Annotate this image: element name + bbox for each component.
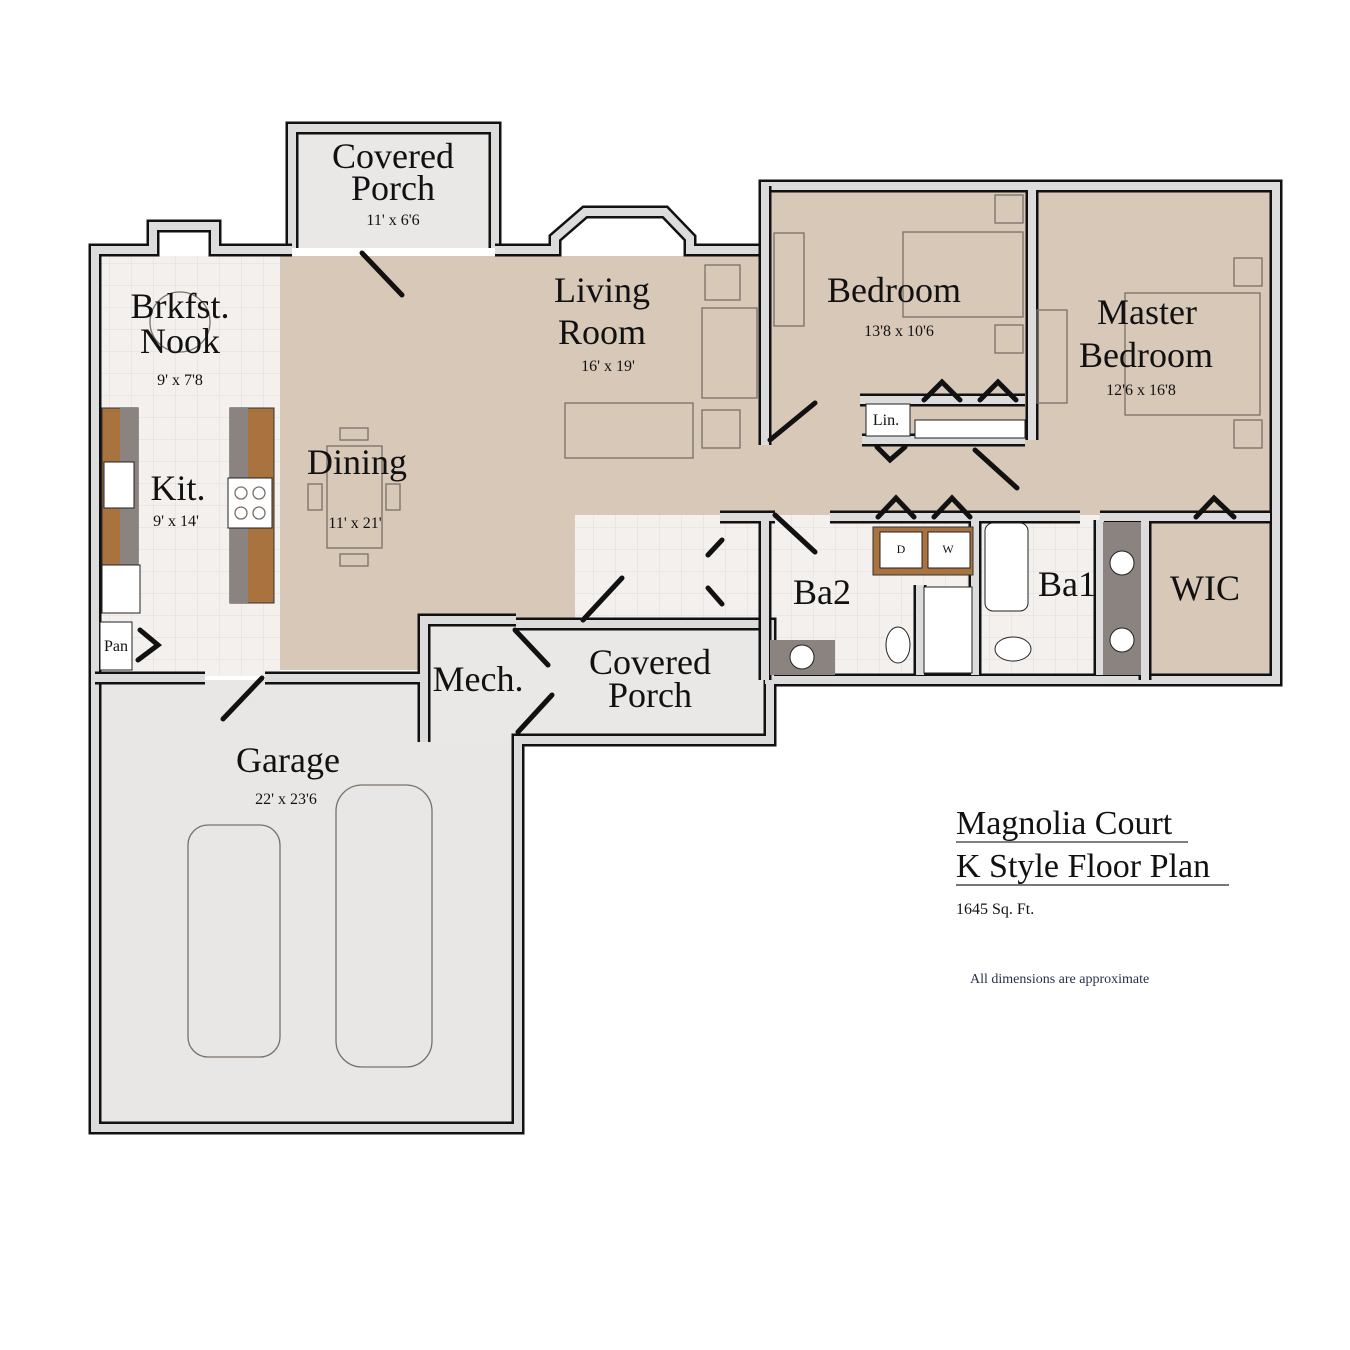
washer-label: W	[942, 542, 954, 556]
closet-shelf	[914, 419, 1026, 439]
garage-dimensions: 22' x 23'6	[255, 791, 317, 808]
bed-icon	[902, 231, 1024, 318]
mech-floor	[424, 624, 516, 742]
pantry-label: Pan	[104, 638, 128, 655]
toilet-icon	[885, 626, 911, 664]
bedroom-dimensions: 13'8 x 10'6	[864, 323, 934, 340]
washer-icon	[927, 531, 971, 569]
plan-title-line1: Magnolia Court	[956, 805, 1173, 842]
doors	[135, 250, 1237, 735]
car-icon	[335, 784, 433, 1068]
master-bed-icon	[1124, 292, 1261, 416]
garage-floor	[95, 680, 518, 1130]
covered-porch-bottom-label-2: Porch	[608, 675, 692, 715]
dimensions-note: All dimensions are approximate	[970, 972, 1149, 987]
bath1-label: Ba1	[1038, 564, 1096, 604]
dryer-icon	[879, 531, 923, 569]
nook-table-icon	[149, 291, 211, 353]
plan-title-line2: K Style Floor Plan	[956, 848, 1210, 885]
furniture	[149, 194, 1263, 1068]
exterior-walls	[88, 121, 1283, 1135]
stove	[227, 477, 273, 529]
master-bedroom-dimensions: 12'6 x 16'8	[1106, 382, 1176, 399]
kitchen-label: Kit.	[150, 468, 205, 508]
sink	[103, 461, 135, 509]
kitchen-dimensions: 9' x 14'	[153, 513, 199, 530]
master-bedroom-label-2: Bedroom	[1079, 335, 1213, 375]
nook-label-2: Nook	[140, 321, 220, 361]
dryer-label: D	[897, 542, 906, 556]
shower-icon	[923, 586, 973, 674]
nook-dimensions: 9' x 7'8	[157, 372, 203, 389]
hall-tile-floor	[575, 515, 765, 620]
covered-porch-bottom-label: Covered	[589, 642, 711, 682]
car-icon	[187, 824, 281, 1058]
title-block: Magnolia Court K Style Floor Plan 1645 S…	[956, 805, 1229, 987]
linen-label: Lin.	[873, 412, 899, 429]
bedroom-label: Bedroom	[827, 270, 961, 310]
living-room-label: Living	[554, 270, 650, 310]
fridge	[101, 564, 141, 614]
sink-icon	[1109, 550, 1135, 576]
covered-porch-bottom-floor	[516, 624, 770, 739]
living-room-label-2: Room	[558, 312, 646, 352]
dining-table-icon	[326, 445, 383, 549]
dining-dimensions: 11' x 21'	[328, 515, 381, 532]
bathtub-icon	[984, 522, 1029, 612]
living-room-dimensions: 16' x 19'	[581, 358, 635, 375]
wic-label: WIC	[1170, 568, 1240, 608]
bath2-label: Ba2	[793, 572, 851, 612]
mech-label: Mech.	[433, 659, 524, 699]
covered-porch-top-dimensions: 11' x 6'6	[366, 212, 419, 229]
linen-closet	[865, 403, 911, 437]
garage-label: Garage	[236, 740, 340, 780]
dining-label: Dining	[307, 442, 407, 482]
covered-porch-top-label: Covered	[332, 136, 454, 176]
covered-porch-top-label-2: Porch	[351, 168, 435, 208]
nook-label: Brkfst.	[131, 286, 230, 326]
covered-porch-top-floor	[292, 128, 495, 248]
sofa-icon	[564, 402, 694, 459]
kitchen-counters	[99, 407, 275, 671]
wic-floor	[1145, 520, 1273, 680]
pantry-box	[99, 621, 133, 671]
master-bedroom-label: Master	[1097, 292, 1197, 332]
square-footage: 1645 Sq. Ft.	[956, 901, 1034, 918]
